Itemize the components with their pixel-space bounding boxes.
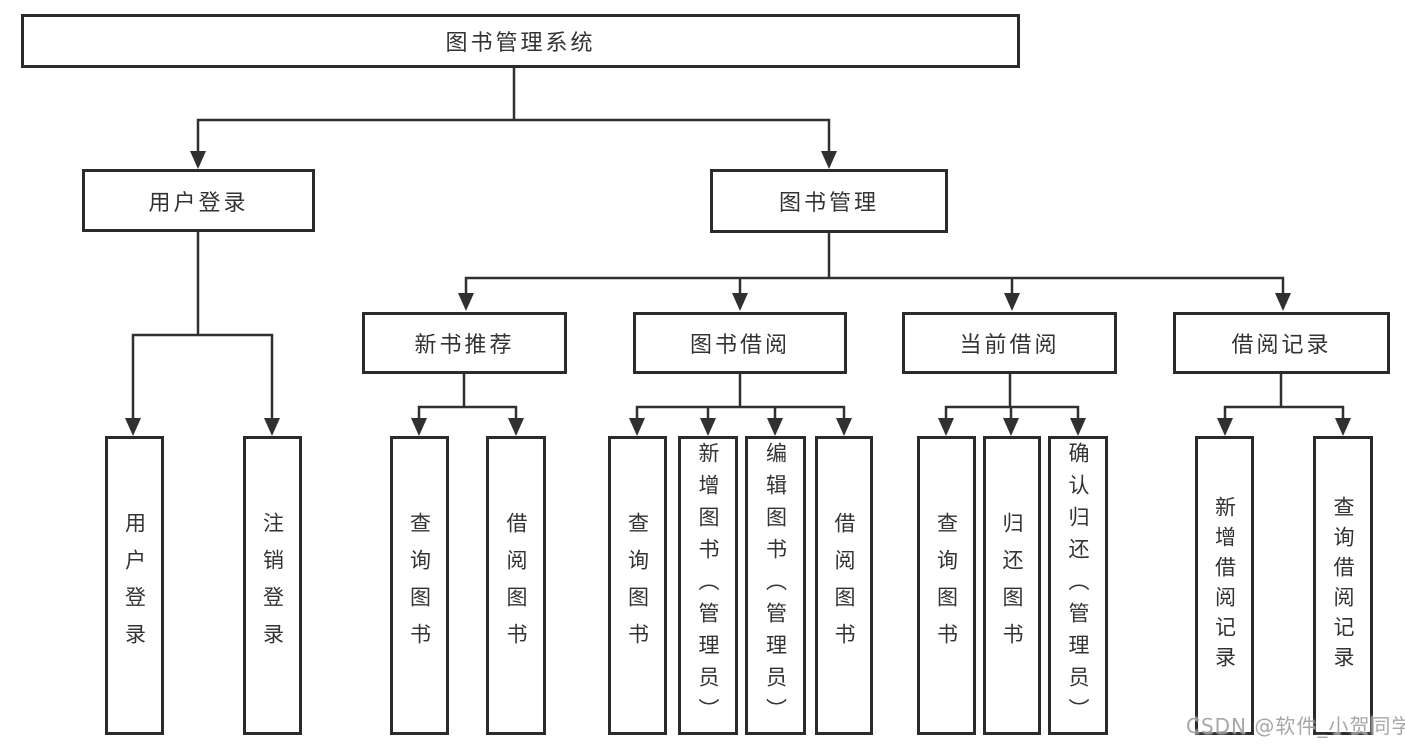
csdn-watermark: CSDN @软件_小贺同学: [1186, 714, 1405, 738]
node-new-book-recommendation: 新书推荐: [362, 312, 567, 374]
node-label: 编辑图书（管理员）: [763, 441, 788, 730]
node-label: 图书借阅: [689, 333, 790, 358]
connector-current-borrowing: [944, 373, 1080, 420]
leaf-add-books-admin: 新增图书（管理员）: [678, 436, 738, 735]
leaf-query-books-current: 查询图书: [917, 436, 976, 735]
node-label: 当前借阅: [959, 333, 1060, 358]
node-label: 用户登录: [148, 190, 249, 216]
leaf-borrow-books-borrowing: 借阅图书: [815, 436, 873, 735]
leaf-add-borrow-record: 新增借阅记录: [1195, 436, 1254, 735]
node-label: 新书推荐: [414, 333, 515, 358]
node-label: 新增借阅记录: [1212, 495, 1237, 676]
node-user-login: 用户登录: [82, 169, 315, 232]
node-library-management-system: 图书管理系统: [21, 14, 1020, 68]
arrowheads: [125, 151, 1351, 436]
node-label: 借阅记录: [1231, 333, 1332, 358]
connector-book-borrowing: [635, 373, 846, 420]
node-label: 查询图书: [407, 511, 432, 660]
leaf-logout: 注销登录: [243, 436, 302, 735]
connector-borrowing-records: [1223, 373, 1345, 420]
node-label: 图书管理: [778, 191, 879, 216]
node-label: 查询借阅记录: [1331, 495, 1355, 676]
connector-book-management: [464, 231, 1285, 295]
leaf-borrow-books-recommend: 借阅图书: [486, 436, 546, 735]
connector-new-book-recommendation: [417, 373, 518, 420]
node-label: 归还图书: [1000, 511, 1024, 660]
node-label: 用户登录: [122, 511, 147, 660]
node-book-management: 图书管理: [710, 169, 948, 233]
node-label: 新增图书（管理员）: [696, 441, 720, 730]
node-borrowing-records: 借阅记录: [1173, 312, 1390, 374]
leaf-query-books-recommend: 查询图书: [390, 436, 449, 735]
node-label: 借阅图书: [504, 511, 528, 660]
node-label: 查询图书: [934, 511, 959, 660]
leaf-user-login: 用户登录: [105, 436, 164, 735]
node-label: 查询图书: [625, 511, 650, 660]
connector-root: [196, 66, 831, 153]
node-current-borrowing: 当前借阅: [902, 312, 1117, 374]
connector-user-login: [131, 231, 274, 420]
leaf-query-borrow-record: 查询借阅记录: [1313, 436, 1373, 735]
node-label: 注销登录: [260, 511, 285, 660]
leaf-query-books-borrowing: 查询图书: [608, 436, 667, 735]
node-label: 借阅图书: [832, 511, 856, 660]
node-label: 图书管理系统: [445, 31, 596, 56]
leaf-edit-books-admin: 编辑图书（管理员）: [745, 436, 806, 735]
node-label: 确认归还（管理员）: [1066, 441, 1090, 730]
leaf-confirm-return-admin: 确认归还（管理员）: [1048, 436, 1108, 735]
leaf-return-books: 归还图书: [983, 436, 1041, 735]
node-book-borrowing: 图书借阅: [633, 312, 847, 374]
